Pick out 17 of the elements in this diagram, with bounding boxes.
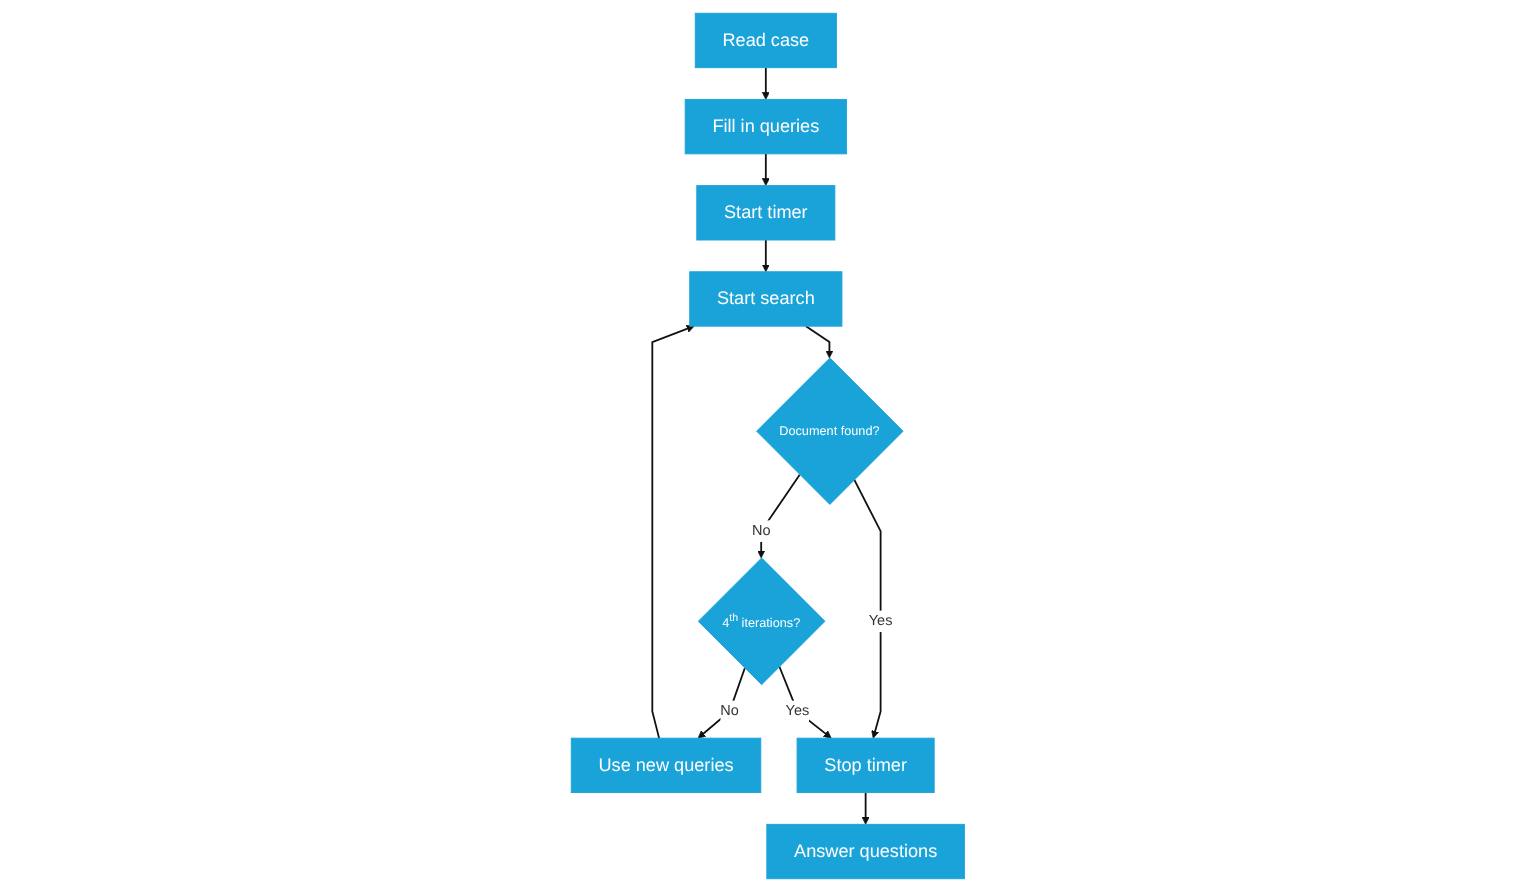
node-box: Use new queries [569, 737, 761, 794]
arrow [777, 665, 831, 739]
node-box: Start search [688, 271, 842, 327]
arrow [852, 478, 881, 739]
arrow [804, 325, 833, 359]
arrow [756, 473, 800, 559]
node-box: Start timer [695, 185, 835, 241]
arrow [761, 152, 769, 186]
node-box: Stop timer [795, 737, 934, 794]
arrow [761, 66, 769, 100]
node-box: Fill in queries [683, 98, 847, 155]
arrow [761, 239, 769, 273]
node-box: Answer questions [765, 823, 965, 880]
arrow [696, 667, 745, 739]
arrow [860, 791, 869, 825]
node-box: Read case [693, 12, 836, 69]
arrow [650, 325, 694, 740]
